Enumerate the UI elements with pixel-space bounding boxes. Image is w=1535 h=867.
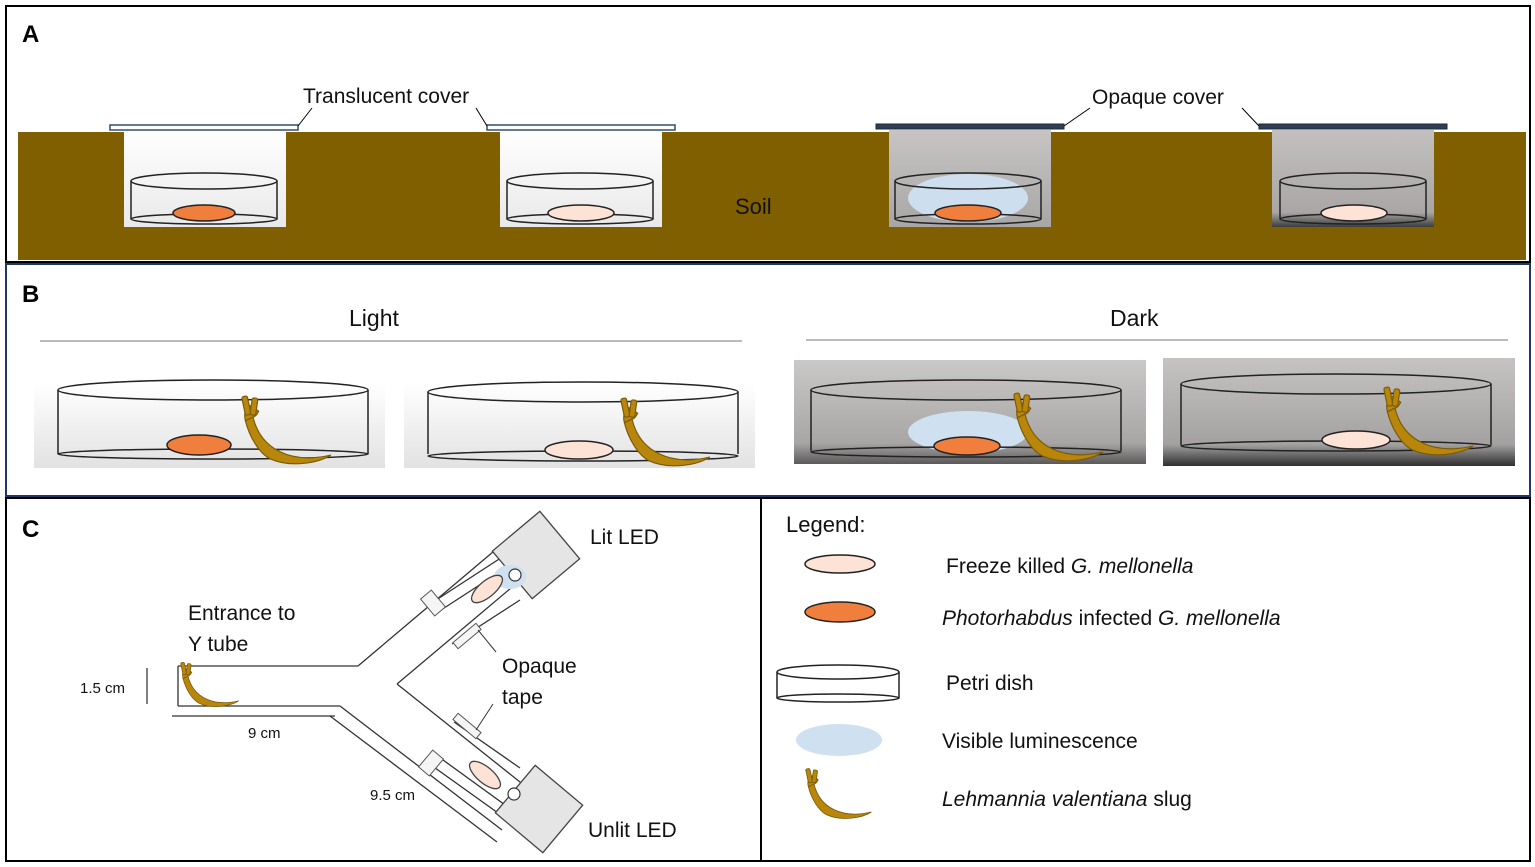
translucent-leader-2: [475, 107, 488, 127]
legend-title: Legend:: [786, 512, 866, 537]
b1-infected-larva: [166, 434, 232, 456]
unlit-led-icon: [507, 787, 521, 801]
well-2-freeze-killed-larva: [547, 204, 615, 222]
panel-a: A Translucent cover Opaque cover: [5, 5, 1531, 263]
panel-a-letter: A: [22, 21, 39, 48]
tape-lower-1: [452, 712, 482, 740]
panel-c: C: [5, 497, 762, 862]
lower-arm-larva: [468, 760, 502, 790]
legend-luminescence-label: Visible luminescence: [942, 730, 1138, 753]
dimension-arm-label: 9.5 cm: [370, 787, 415, 804]
entrance-label-line1: Entrance to: [188, 602, 295, 625]
dark-heading: Dark: [1110, 305, 1159, 331]
opaque-cover-label: Opaque cover: [1092, 86, 1224, 109]
lit-led-label: Lit LED: [590, 526, 659, 549]
upper-arm-larva: [470, 574, 504, 604]
legend-freeze-killed-swatch: [804, 554, 876, 574]
legend-infected-label: Photorhabdus infected G. mellonella: [942, 607, 1281, 630]
well-1-infected-larva: [172, 204, 236, 222]
entrance-label-line2: Y tube: [188, 633, 248, 656]
legend: Legend: Freeze killed G. mellonella Phot…: [760, 497, 1531, 862]
dimension-length-label: 9 cm: [248, 725, 281, 742]
legend-petri-dish-label: Petri dish: [946, 672, 1034, 695]
well-4-freeze-killed-larva: [1320, 204, 1388, 222]
panel-c-frame: [5, 497, 762, 862]
legend-luminescence-swatch: [796, 724, 882, 756]
opaque-tape-label-line2: tape: [502, 686, 543, 709]
opaque-leader-2: [1241, 107, 1260, 127]
legend-petri-dish-swatch: [776, 664, 900, 703]
soil-label: Soil: [735, 194, 772, 219]
translucent-cover-1: [109, 124, 299, 131]
legend-frame: [760, 497, 1531, 862]
opaque-leader-1: [1063, 107, 1091, 127]
light-heading: Light: [349, 305, 399, 331]
tape-lower-2: [417, 749, 445, 777]
opaque-cover-1: [875, 123, 1065, 130]
opaque-tape-label-line1: Opaque: [502, 655, 577, 678]
panel-b: B Light Dark: [5, 263, 1531, 497]
well-3-infected-larva: [934, 204, 1002, 222]
unlit-led-label: Unlit LED: [588, 819, 677, 842]
b4-freeze-killed-larva: [1321, 430, 1391, 450]
opaque-cover-2: [1258, 123, 1448, 130]
panel-c-letter: C: [22, 516, 39, 543]
translucent-leader-1: [297, 107, 313, 127]
tape-leader-2: [475, 703, 494, 731]
lit-led-icon: [508, 568, 522, 582]
tape-upper-1: [419, 589, 447, 617]
legend-slug-label: Lehmannia valentiana slug: [942, 788, 1192, 811]
translucent-cover-label: Translucent cover: [303, 85, 469, 108]
dimension-height-label: 1.5 cm: [80, 680, 125, 697]
tape-leader-1: [477, 629, 497, 653]
legend-freeze-killed-label: Freeze killed G. mellonella: [946, 555, 1193, 578]
panel-b-letter: B: [22, 281, 39, 308]
tape-upper-2: [452, 622, 482, 650]
b3-infected-larva: [933, 436, 1001, 456]
translucent-cover-2: [486, 124, 676, 131]
b-dish-3: [810, 379, 1122, 458]
b2-freeze-killed-larva: [544, 440, 614, 460]
legend-infected-swatch: [804, 601, 876, 623]
